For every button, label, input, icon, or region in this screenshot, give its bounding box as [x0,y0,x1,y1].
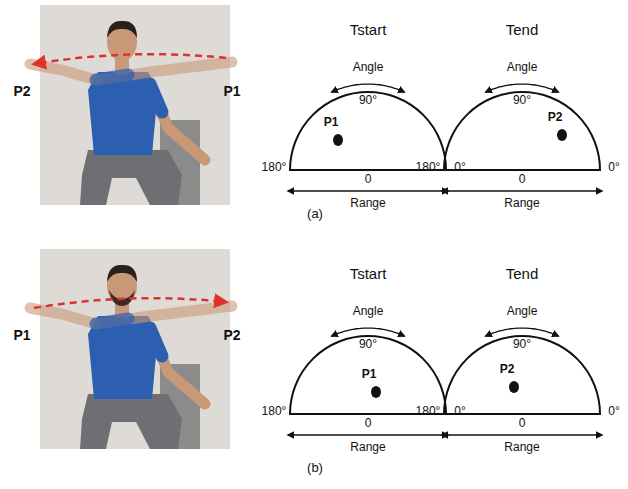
semicircle [290,336,446,414]
angle-value: 90° [359,338,377,351]
point-label: P2 [500,363,515,376]
angle-value: 90° [359,94,377,107]
hair [107,265,137,282]
photo-background [40,249,230,449]
semicircle [444,92,600,170]
arm-end-position [96,306,232,324]
range-value: 0 [519,173,526,186]
motion-arrow [34,54,226,64]
semicircle [290,92,446,170]
range-arrow [442,434,602,435]
position-dot [333,134,343,146]
point-label: P2 [548,111,563,124]
axis-title: Angle [507,305,538,318]
panel-label: (b) [307,461,323,475]
photo-b [30,249,232,449]
position-dot [557,129,567,141]
resting-arm [150,84,205,160]
chart-title: Tstart [350,266,387,283]
angle-arrow [486,84,559,92]
range-value: 0 [519,417,526,430]
semicircle [444,336,600,414]
semicircle-chart: TstartAngle 90° P1 180° 0° 0Range [268,249,468,459]
semicircle-chart: TendAngle90°P2180°0°0Range [422,5,622,215]
hair [107,21,137,38]
angle-tick: 180° [416,161,441,174]
axis-title: Range [504,197,539,210]
axis-title: Range [350,441,385,454]
angle-tick: 0° [608,161,619,174]
trousers [80,394,182,449]
position-dot [371,386,381,398]
chart-title: Tend [506,22,539,39]
angle-arrow [486,328,559,336]
arm-end-position [30,64,96,80]
semicircle-chart: TstartAngle 90° P1 180° 0° 0Range [268,5,468,215]
angle-value: 90° [513,338,531,351]
angle-tick: 0° [608,405,619,418]
position-label: P2 [223,328,240,343]
photo-background [40,5,230,205]
axis-title: Angle [353,305,384,318]
angle-tick: 180° [416,405,441,418]
chart-title: Tend [506,266,539,283]
position-label: P1 [13,328,30,343]
axis-title: Angle [507,61,538,74]
angle-tick: 0° [454,161,465,174]
point-label: P1 [324,116,339,129]
axis-title: Angle [353,61,384,74]
arm-start-position [30,308,96,324]
range-value: 0 [365,417,372,430]
range-arrow [288,190,448,191]
arm-start-position [96,62,232,80]
chart-title: Tstart [350,22,387,39]
resting-arm [150,328,205,404]
point-label: P1 [362,368,377,381]
photo-a [30,5,232,205]
range-value: 0 [365,173,372,186]
angle-arrow [332,328,405,336]
sleeve [96,319,128,324]
angle-tick: 180° [262,161,287,174]
angle-tick: 180° [262,405,287,418]
angle-arrow [332,84,405,92]
motion-arrow [34,298,226,308]
axis-title: Range [350,197,385,210]
sleeve [96,75,128,80]
position-label: P1 [223,84,240,99]
angle-tick: 0° [454,405,465,418]
sleeve [150,84,162,112]
semicircle-chart: TendAngle90°P2180°0°0Range [422,249,622,459]
position-label: P2 [13,84,30,99]
range-arrow [288,434,448,435]
axis-title: Range [504,441,539,454]
angle-value: 90° [513,94,531,107]
trousers [80,150,182,205]
range-arrow [442,190,602,191]
position-dot [509,381,519,393]
sleeve [150,328,162,356]
panel-label: (a) [307,207,323,221]
